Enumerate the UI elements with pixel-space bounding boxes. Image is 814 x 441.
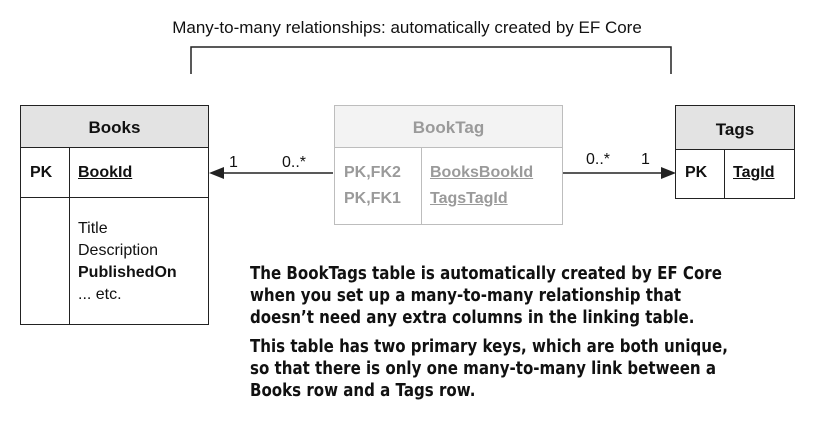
note-paragraph: This table has two primary keys, which a… [250, 336, 732, 402]
note-line: Books row and a Tags row. [250, 381, 476, 401]
books-key: BookId [78, 164, 133, 181]
books-header: Books [21, 106, 208, 148]
left-arrowhead [209, 167, 224, 179]
booktag-table: BookTag PK,FK2 BooksBookId PK,FK1 TagsTa… [334, 105, 563, 225]
tags-divider [724, 150, 725, 198]
books-field: Title [78, 220, 108, 237]
note-line: doesn’t need any extra columns in the li… [250, 308, 695, 328]
note-paragraph: The BookTags table is automatically crea… [250, 263, 732, 329]
tags-table: Tags PK TagId [675, 105, 795, 199]
booktag-row-keys: PK,FK1 [344, 190, 401, 207]
note-line: The BookTags table is automatically crea… [250, 264, 722, 284]
booktag-header: BookTag [335, 106, 562, 148]
booktag-title: BookTag [412, 118, 485, 137]
bracket-line [190, 46, 672, 74]
books-divider [69, 148, 70, 324]
diagram-title: Many-to-many relationships: automaticall… [172, 18, 642, 37]
note-line: when you set up a many-to-many relations… [250, 286, 682, 306]
tags-header: Tags [676, 106, 794, 150]
books-field-etc: ... etc. [78, 286, 122, 303]
multiplicity-tags: 1 [641, 151, 650, 168]
multiplicity-booktag-right: 0..* [586, 151, 611, 168]
booktag-divider [421, 148, 422, 224]
books-pk-row [21, 148, 208, 198]
books-title: Books [88, 118, 141, 137]
right-arrowhead [661, 167, 676, 179]
booktag-row-column: BooksBookId [430, 164, 534, 181]
books-fields: Title Description PublishedOn ... etc. [78, 218, 177, 306]
booktag-row-keys: PK,FK2 [344, 164, 401, 181]
books-table: Books PK BookId Title Description Publis… [20, 105, 209, 325]
books-pk-label: PK [30, 164, 53, 181]
books-field-bold: PublishedOn [78, 264, 177, 281]
note-line: This table has two primary keys, which a… [250, 337, 728, 357]
tags-key: TagId [733, 164, 775, 181]
booktag-row-column: TagsTagId [430, 190, 508, 207]
books-field: Description [78, 242, 159, 259]
multiplicity-booktag-left: 0..* [282, 154, 307, 171]
tags-title: Tags [715, 120, 755, 139]
multiplicity-books: 1 [229, 154, 238, 171]
note-line: so that there is only one many-to-many l… [250, 359, 717, 379]
tags-pk-label: PK [685, 164, 708, 181]
